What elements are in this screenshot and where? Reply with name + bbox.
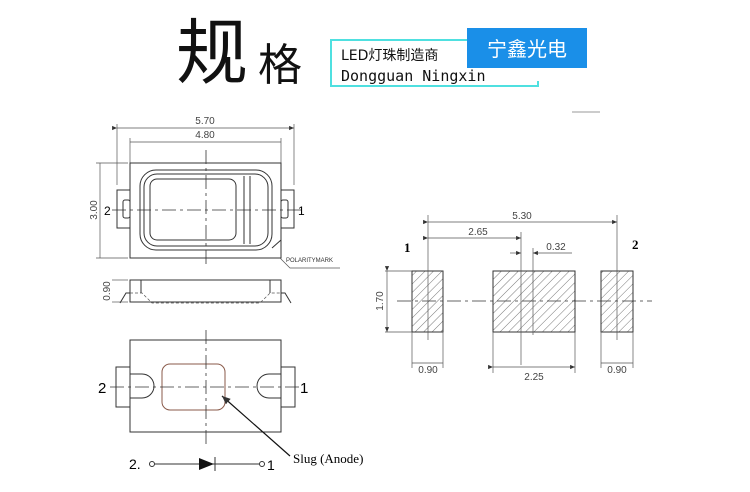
brand-badge (467, 28, 587, 68)
slug-label: Slug (Anode) (293, 451, 363, 466)
bottom-pin-left: 2 (98, 380, 106, 397)
dim-center-width: 2.25 (524, 372, 544, 383)
symbol-left-label: 2. (129, 456, 141, 472)
dim-pad1-width: 0.90 (418, 365, 438, 376)
subtitle-en: Dongguan Ningxin (341, 67, 486, 85)
pin-left-label: 2 (104, 204, 111, 218)
brand-name: 宁鑫光电 (487, 37, 567, 61)
top-view: 5.70 4.80 3.00 2 1 POLARITYMARK (89, 116, 340, 269)
pad-1 (411, 270, 444, 333)
pad-center (492, 270, 576, 333)
pin-right-label: 1 (298, 204, 305, 218)
pad-2-label: 2 (632, 237, 639, 252)
diode-icon (199, 458, 214, 470)
slug-arrow (221, 395, 291, 457)
dim-body: 4.80 (195, 130, 215, 141)
symbol-right-label: 1 (267, 457, 275, 473)
bottom-view: 2 1 Slug (Anode) 2. 1 (98, 330, 363, 473)
title-char-1: 规 (176, 11, 248, 95)
dim-span: 5.30 (512, 211, 532, 222)
bottom-pin-right: 1 (300, 380, 308, 397)
header: 规 格 LED灯珠制造商 Dongguan Ningxin 宁鑫光电 (176, 11, 600, 113)
subtitle-cn: LED灯珠制造商 (341, 48, 438, 64)
polarity-mark-label: POLARITYMARK (286, 258, 333, 264)
title-char-2: 格 (258, 40, 302, 91)
dim-half: 2.65 (468, 227, 488, 238)
dim-height: 0.90 (102, 281, 113, 301)
side-view: 0.90 (102, 279, 292, 304)
dim-width: 3.00 (89, 200, 100, 220)
dim-pad-height: 1.70 (375, 291, 386, 311)
frame (330, 39, 539, 87)
dim-offset: 0.32 (546, 242, 566, 253)
dim-pad2-width: 0.90 (607, 365, 627, 376)
dim-length: 5.70 (195, 116, 215, 127)
footprint: 5.30 2.65 0.32 1 2 1.70 0.90 2.25 0.90 (375, 211, 652, 383)
pad-1-label: 1 (404, 240, 411, 255)
